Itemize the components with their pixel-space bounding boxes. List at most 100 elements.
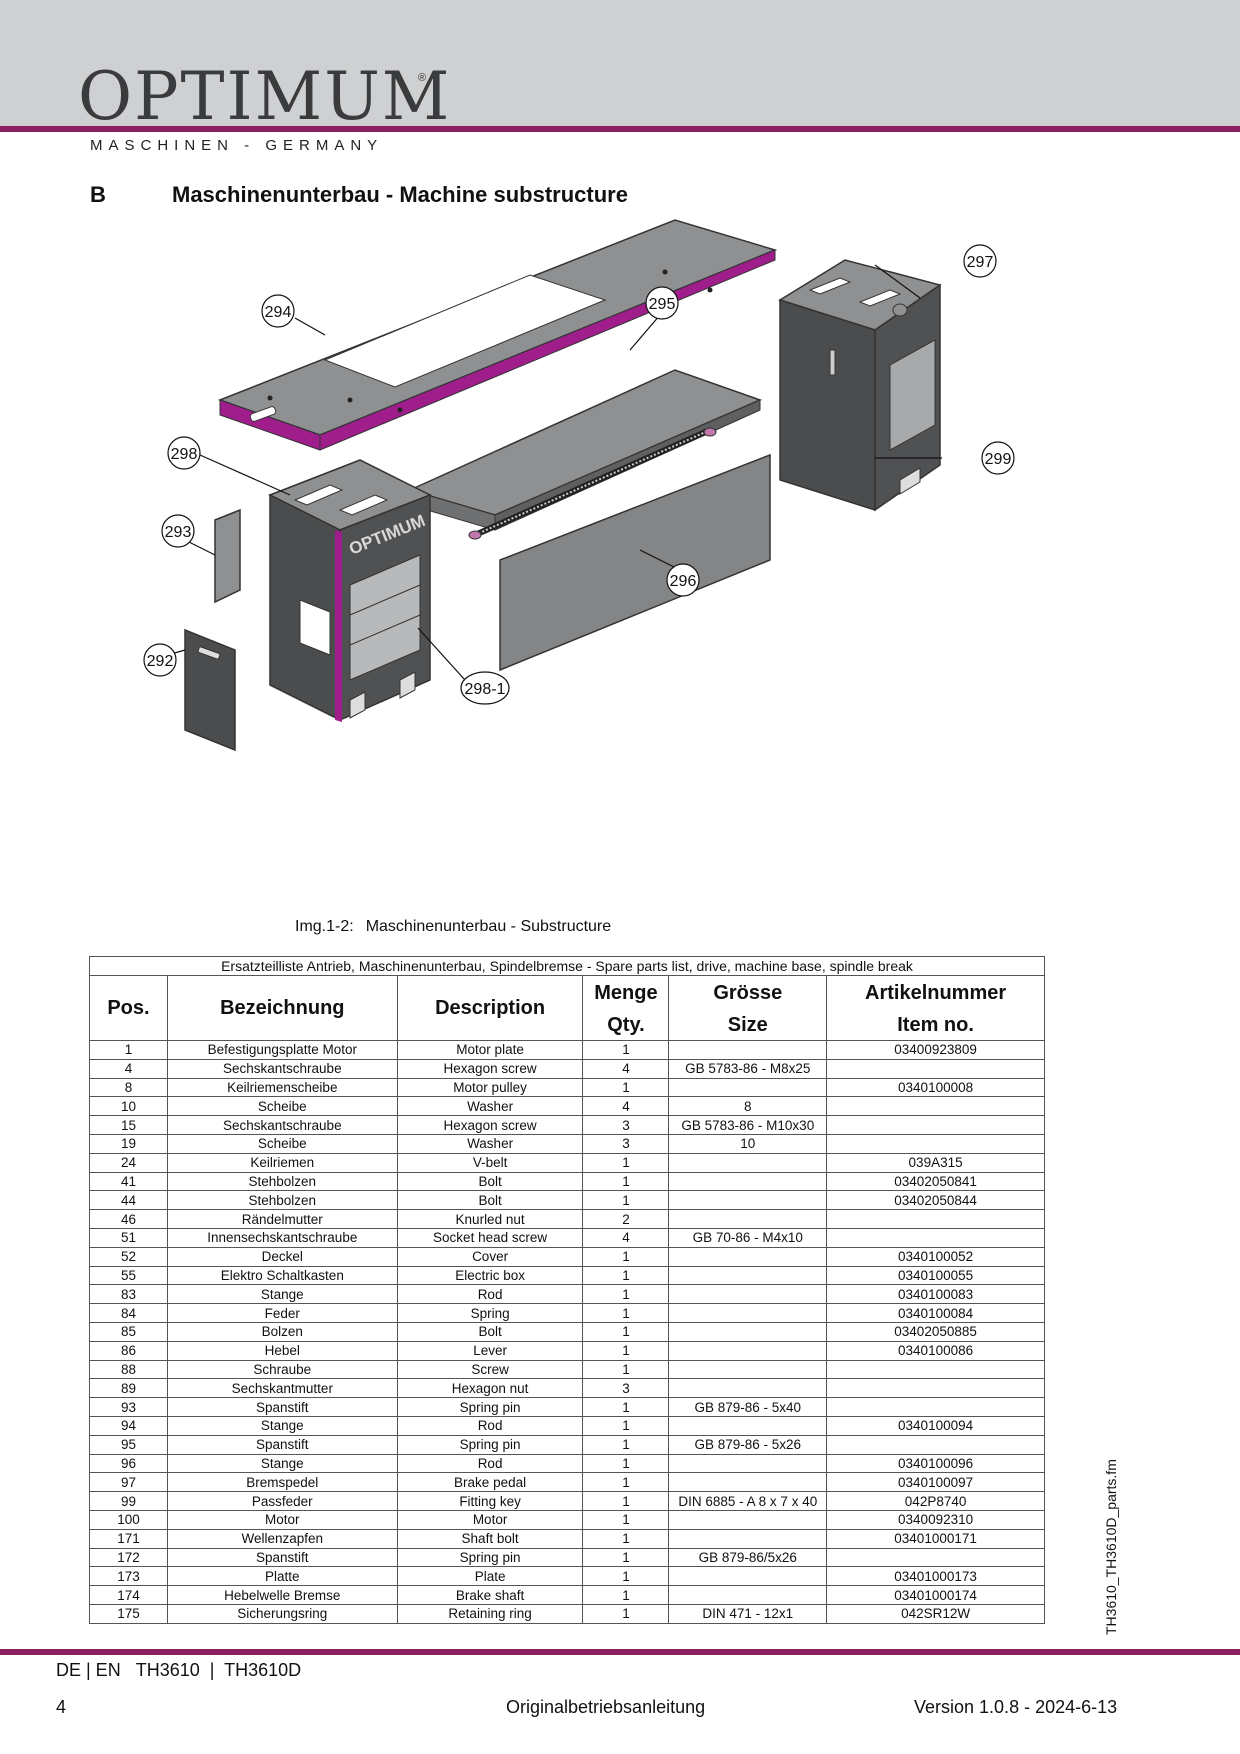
cell-bezeichnung: Scheibe bbox=[166, 1096, 398, 1117]
cell-bezeichnung: Keilriemenscheibe bbox=[166, 1077, 398, 1098]
cell-size bbox=[668, 1209, 828, 1229]
cell-pos: 173 bbox=[89, 1566, 168, 1587]
cell-pos: 51 bbox=[89, 1227, 168, 1248]
cell-qty: 1 bbox=[582, 1321, 670, 1342]
cell-description: Shaft bolt bbox=[396, 1528, 584, 1549]
header-bezeichnung: Bezeichnung bbox=[166, 975, 398, 1041]
cell-size bbox=[668, 1303, 828, 1323]
cell-bezeichnung: Motor bbox=[166, 1509, 398, 1530]
callout-298: 298 bbox=[171, 446, 198, 463]
cell-item-no: 0340092310 bbox=[826, 1509, 1045, 1530]
cell-size bbox=[668, 1415, 828, 1436]
cell-description: Washer bbox=[396, 1096, 584, 1117]
section-letter: B bbox=[90, 182, 106, 207]
cell-qty: 1 bbox=[582, 1566, 670, 1587]
cell-description: Bolt bbox=[396, 1321, 584, 1342]
cell-item-no: 042SR12W bbox=[826, 1603, 1045, 1624]
cell-pos: 4 bbox=[89, 1058, 168, 1079]
cell-item-no: 03400923809 bbox=[826, 1040, 1045, 1060]
cell-qty: 1 bbox=[582, 1472, 670, 1493]
cell-item-no: 0340100083 bbox=[826, 1284, 1045, 1305]
cell-description: Retaining ring bbox=[396, 1603, 584, 1624]
cell-item-no bbox=[826, 1378, 1045, 1399]
cell-description: Socket head screw bbox=[396, 1227, 584, 1248]
callout-292: 292 bbox=[147, 653, 174, 670]
cell-size bbox=[668, 1509, 828, 1530]
exploded-drawing: OPTIMUM 294 295 297 298 299 bbox=[143, 219, 1015, 752]
cell-qty: 1 bbox=[582, 1171, 670, 1192]
cell-pos: 172 bbox=[89, 1547, 168, 1568]
cell-description: Brake shaft bbox=[396, 1585, 584, 1605]
cell-size bbox=[668, 1378, 828, 1399]
caption-text: Maschinenunterbau - Substructure bbox=[365, 918, 612, 935]
cell-size bbox=[668, 1190, 828, 1211]
cell-qty: 1 bbox=[582, 1547, 670, 1568]
cell-size: GB 5783-86 - M10x30 bbox=[668, 1115, 828, 1135]
cell-item-no bbox=[826, 1096, 1045, 1117]
side-filename: TH3610_TH3610D_parts.fm bbox=[1093, 1455, 1133, 1635]
callout-293: 293 bbox=[165, 524, 192, 541]
brand-tagline: MASCHINEN - GERMANY bbox=[90, 137, 384, 154]
cell-bezeichnung: Deckel bbox=[166, 1246, 398, 1267]
footer-version: Version 1.0.8 - 2024-6-13 bbox=[914, 1697, 1118, 1717]
cell-bezeichnung: Stange bbox=[166, 1284, 398, 1305]
header-groesse: Grösse bbox=[668, 975, 828, 1010]
header-artikel: Artikelnummer bbox=[826, 975, 1045, 1010]
cell-size: DIN 6885 - A 8 x 7 x 40 bbox=[668, 1491, 828, 1511]
cell-bezeichnung: Spanstift bbox=[166, 1397, 398, 1417]
cell-bezeichnung: Spanstift bbox=[166, 1434, 398, 1455]
cell-size bbox=[668, 1152, 828, 1173]
cell-size bbox=[668, 1472, 828, 1493]
cell-qty: 3 bbox=[582, 1133, 670, 1154]
table-title: Ersatzteilliste Antrieb, Maschinenunterb… bbox=[89, 956, 1045, 976]
cell-qty: 1 bbox=[582, 1246, 670, 1267]
cell-size: GB 5783-86 - M8x25 bbox=[668, 1058, 828, 1079]
header-accent-line bbox=[0, 126, 1240, 132]
cell-bezeichnung: Scheibe bbox=[166, 1133, 398, 1154]
cell-pos: 8 bbox=[89, 1077, 168, 1098]
cell-size bbox=[668, 1359, 828, 1380]
cell-size bbox=[668, 1566, 828, 1587]
callout-297: 297 bbox=[967, 254, 994, 271]
footer-language-models: DE | EN TH3610 | TH3610D bbox=[56, 1660, 301, 1681]
cell-size bbox=[668, 1246, 828, 1267]
cell-bezeichnung: Stange bbox=[166, 1453, 398, 1474]
cell-pos: 89 bbox=[89, 1378, 168, 1399]
cell-size bbox=[668, 1171, 828, 1192]
cell-description: Plate bbox=[396, 1566, 584, 1587]
callouts bbox=[143, 244, 1015, 705]
cell-bezeichnung: Feder bbox=[166, 1303, 398, 1323]
cell-pos: 41 bbox=[89, 1171, 168, 1192]
cell-bezeichnung: Befestigungsplatte Motor bbox=[166, 1040, 398, 1060]
cell-qty: 1 bbox=[582, 1453, 670, 1474]
header-pos: Pos. bbox=[89, 975, 168, 1041]
cell-pos: 1 bbox=[89, 1040, 168, 1060]
cell-qty: 1 bbox=[582, 1603, 670, 1624]
cell-pos: 174 bbox=[89, 1585, 168, 1605]
cell-size: GB 879-86 - 5x40 bbox=[668, 1397, 828, 1417]
cell-bezeichnung: Wellenzapfen bbox=[166, 1528, 398, 1549]
cell-description: Motor pulley bbox=[396, 1077, 584, 1098]
cell-description: Knurled nut bbox=[396, 1209, 584, 1229]
cell-description: Hexagon nut bbox=[396, 1378, 584, 1399]
cell-description: Screw bbox=[396, 1359, 584, 1380]
cell-description: Bolt bbox=[396, 1190, 584, 1211]
cell-qty: 4 bbox=[582, 1058, 670, 1079]
cell-size bbox=[668, 1265, 828, 1286]
cell-description: Motor plate bbox=[396, 1040, 584, 1060]
cell-item-no: 0340100008 bbox=[826, 1077, 1045, 1098]
cell-pos: 10 bbox=[89, 1096, 168, 1117]
